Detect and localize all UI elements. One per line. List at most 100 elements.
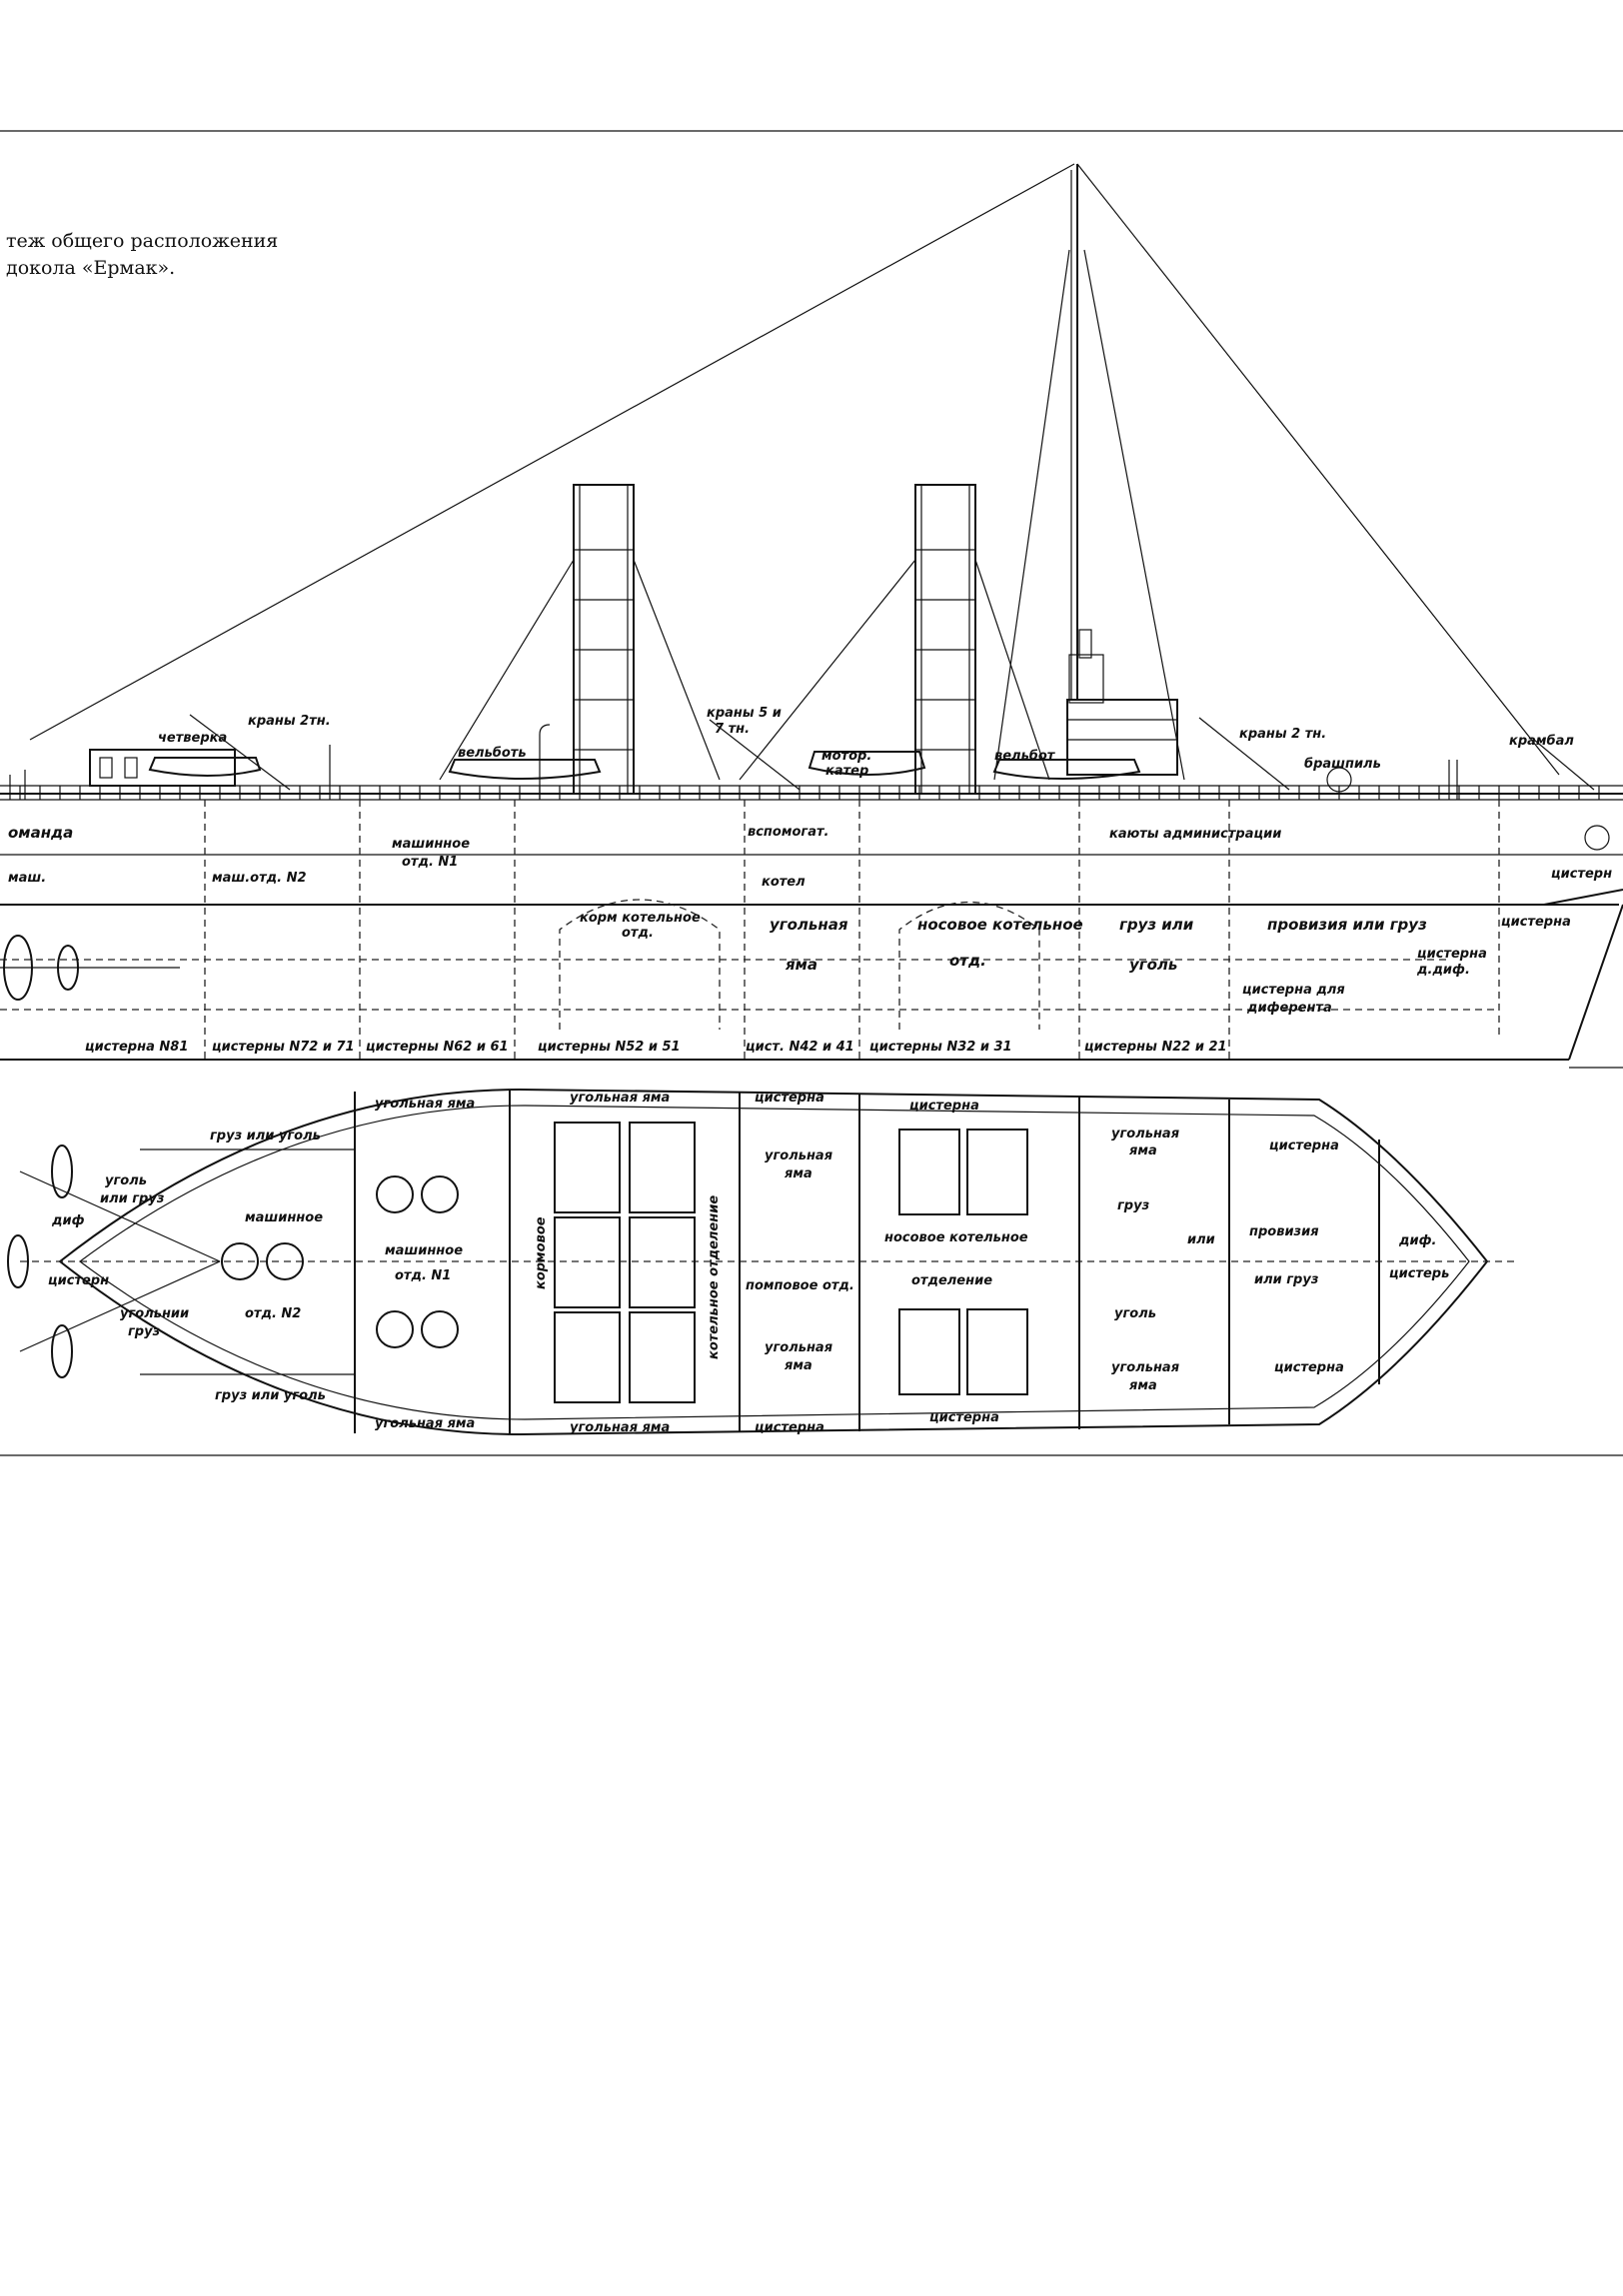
bow-stem xyxy=(1543,889,1623,1061)
plan-gruz: груз xyxy=(1117,1198,1149,1213)
aft-funnel xyxy=(573,484,635,795)
aft-boiler-group xyxy=(554,1122,696,1403)
plan-kotelnoe-otdelenie: котельное отделение xyxy=(707,1195,722,1359)
aft-stay xyxy=(29,163,1075,741)
label-korm-kotelnoe-b: отд. xyxy=(622,926,654,941)
tank-label-2: цистерны N72 и 71 xyxy=(212,1040,355,1055)
tank-label-7: цистерны N22 и 21 xyxy=(1084,1040,1227,1055)
caption-line-2: докола «Ермак». xyxy=(6,257,175,279)
label-cisterna-difer-a: цистерна для xyxy=(1242,983,1345,998)
funnel-stay-3 xyxy=(739,559,916,781)
plan-ugolnaya-yama-1b: угольная яма xyxy=(375,1416,475,1431)
label-mash-otd-n2: маш.отд. N2 xyxy=(212,871,307,886)
label-krany-5-7-b: 7 тн. xyxy=(715,722,750,737)
plan-ugolnii-gruz-a: угольнии xyxy=(120,1306,189,1321)
quarter-boat xyxy=(148,757,262,777)
plan-ugolnaya-d-b: яма xyxy=(784,1358,812,1373)
plan-ugolnaya-yama-2t: угольная яма xyxy=(570,1091,670,1106)
plan-gruz-ugol-top: груз или уголь xyxy=(210,1129,321,1144)
label-mashinnoe-a: машинное xyxy=(392,837,470,852)
plan-proviziya-b: или груз xyxy=(1254,1272,1318,1287)
plan-ili: или xyxy=(1187,1232,1215,1247)
shroud-fwd xyxy=(1083,249,1185,781)
stern-propellers xyxy=(0,935,180,1001)
plan-dif-fwd-b: цистерь xyxy=(1389,1266,1449,1281)
plan-ugolnaya-c-b: яма xyxy=(784,1166,812,1181)
plan-ugol: уголь xyxy=(1114,1306,1156,1321)
boiler-outlines xyxy=(559,899,1040,1030)
plan-cisterna-2b: цистерна xyxy=(929,1410,999,1425)
plan-ugolnaya-f-b: яма xyxy=(1128,1378,1157,1393)
hold-plan-view: диф цистерн уголь или груз угольнии груз… xyxy=(7,1088,1519,1436)
plan-ugol-gruz-a: уголь xyxy=(105,1173,147,1188)
funnel-stay-1 xyxy=(439,559,575,781)
plan-bulkheads xyxy=(354,1090,1380,1434)
label-cisterna-difer-b: диферента xyxy=(1246,1001,1332,1016)
windlass xyxy=(1326,767,1352,793)
label-nosovoe-a: носовое котельное xyxy=(917,916,1083,934)
tank-label-5: цист. N42 и 41 xyxy=(746,1040,854,1055)
caption-line-1: теж общего расположения xyxy=(6,230,278,252)
label-motor-kater-b: катер xyxy=(825,764,868,779)
inner-hull-outline xyxy=(78,1105,1470,1420)
shroud-aft xyxy=(993,249,1070,781)
label-motor-kater-a: мотор. xyxy=(821,749,871,764)
label-korm-kotelnoe-a: корм котельное xyxy=(580,911,701,926)
label-gruz-b: уголь xyxy=(1129,956,1177,974)
plan-ugolnaya-e-a: угольная xyxy=(1111,1127,1179,1142)
plan-cisterna-3t: цистерна xyxy=(1269,1139,1339,1153)
label-krany-2tn-aft: краны 2тн. xyxy=(248,714,331,729)
plan-nosovoe-a: носовое котельное xyxy=(884,1230,1028,1245)
plan-nosovoe-b: отделение xyxy=(911,1273,992,1288)
plan-ugolnaya-f-a: угольная xyxy=(1111,1360,1179,1375)
fwd-boiler-group xyxy=(898,1129,1028,1395)
label-gruz-a: груз или xyxy=(1119,916,1194,934)
plan-dif-aft: диф xyxy=(51,1213,85,1228)
tank-label-4: цистерны N52 и 51 xyxy=(538,1040,681,1055)
label-krany-5-7-a: краны 5 и xyxy=(707,706,782,721)
label-cisterna-deck2: цистерн xyxy=(1551,867,1612,882)
plan-cisterna-1t: цистерна xyxy=(755,1091,824,1106)
label-brashpil: брашпиль xyxy=(1304,757,1381,772)
label-cisterna-dif-b: д.диф. xyxy=(1416,963,1470,978)
plan-mashinnoe-n2-a: машинное xyxy=(245,1210,323,1225)
aft-boat xyxy=(448,759,602,780)
ventilators xyxy=(9,724,1458,800)
label-ugolnaya-b: яма xyxy=(785,956,817,974)
label-nosovoe-b: отд. xyxy=(949,952,986,970)
inner-bottom-dashed xyxy=(0,959,1499,1011)
crane-cathead xyxy=(1533,739,1595,791)
plan-mashinnoe-n1-b: отд. N1 xyxy=(395,1268,451,1283)
label-velbot-aft: вельботь xyxy=(458,746,527,761)
plan-ugolnaya-yama-1t: угольная яма xyxy=(375,1097,475,1112)
aft-deckhouse xyxy=(89,749,236,787)
label-krambal: крамбал xyxy=(1509,734,1574,749)
label-chetverka: четверка xyxy=(158,731,227,746)
label-mash: маш. xyxy=(8,871,46,886)
plan-mashinnoe-n1-a: машинное xyxy=(385,1243,463,1258)
motor-launch xyxy=(808,751,926,776)
plan-cistern-aft: цистерн xyxy=(48,1273,109,1288)
funnel-stay-4 xyxy=(974,559,1050,781)
aft-wing-divisions xyxy=(140,1148,355,1375)
label-ugolnaya-a: угольная xyxy=(770,916,848,934)
aft-crane xyxy=(189,714,291,791)
plan-ugol-gruz-b: или груз xyxy=(100,1191,164,1206)
plan-ugolnaya-yama-2b: угольная яма xyxy=(570,1420,670,1435)
tank-label-3: цистерны N62 и 61 xyxy=(366,1040,509,1055)
label-kotel: котел xyxy=(762,875,806,890)
label-komanda: оманда xyxy=(8,824,73,842)
plan-propellers xyxy=(7,1145,221,1378)
label-vspomogat: вспомогат. xyxy=(748,825,828,840)
fwd-crane xyxy=(1198,717,1290,791)
tank-label-1: цистерна N81 xyxy=(85,1040,188,1055)
forward-funnel xyxy=(914,484,976,795)
fore-stay xyxy=(1076,163,1560,776)
plan-mashinnoe-n2-b: отд. N2 xyxy=(245,1306,301,1321)
engines xyxy=(221,1175,459,1348)
label-krany-2tn-fwd: краны 2 тн. xyxy=(1239,727,1326,742)
plan-ugolnii-gruz-b: груз xyxy=(128,1324,160,1339)
forward-boat xyxy=(992,759,1141,780)
label-proviziya: провизия или груз xyxy=(1267,916,1427,934)
